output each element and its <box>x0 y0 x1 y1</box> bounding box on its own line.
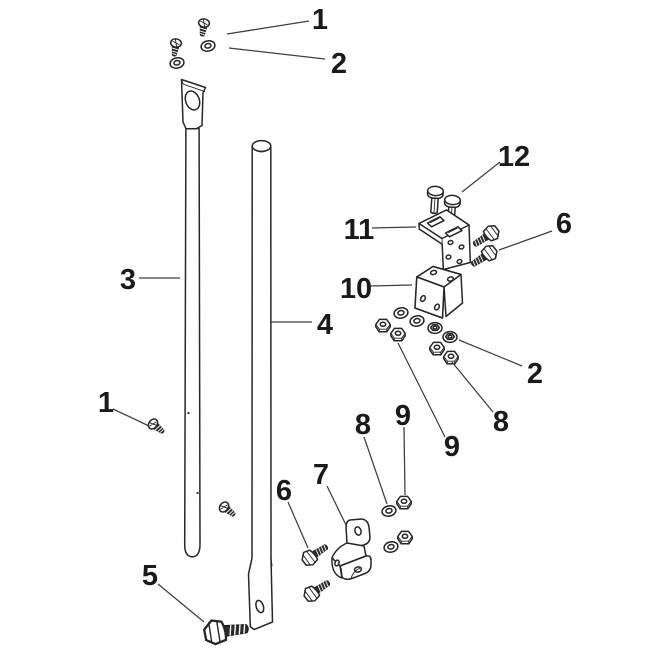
lock-washer-cluster-1 <box>392 305 410 321</box>
callout-9-mid: 9 <box>395 400 411 432</box>
part-upper-handle-bar <box>180 78 207 558</box>
callout-2-right: 2 <box>527 358 543 390</box>
callout-2-top: 2 <box>331 48 347 80</box>
lock-nut-cluster-4 <box>443 350 459 365</box>
lock-nut-lower-1 <box>396 495 412 510</box>
callout-1-left: 1 <box>98 387 114 419</box>
callout-labels: 1 2 3 4 12 11 6 10 2 8 9 9 8 7 6 1 5 <box>98 4 572 592</box>
lock-washer-lower-2 <box>382 539 400 555</box>
pan-head-screw-top-left <box>168 37 183 58</box>
callout-8-right: 8 <box>493 406 509 438</box>
callout-12: 12 <box>498 141 530 173</box>
callout-3: 3 <box>120 264 136 296</box>
leader-lines <box>112 20 553 623</box>
flange-nut-cluster-1 <box>427 321 443 335</box>
callout-1-top: 1 <box>312 4 328 36</box>
lock-washer-top-right <box>199 38 217 54</box>
callout-7: 7 <box>313 459 329 491</box>
lock-washer-lower-1 <box>380 503 398 519</box>
part-hex-bolts-lower <box>298 539 335 605</box>
lock-nut-lower-2 <box>397 530 413 545</box>
part-pivot-bracket <box>331 518 372 580</box>
pan-head-screw-left <box>145 416 168 438</box>
lock-nut-cluster-1 <box>375 318 391 333</box>
part-hex-bolts-right <box>466 222 503 272</box>
pan-head-screw-top-right <box>196 17 211 38</box>
callout-9-right: 9 <box>444 431 460 463</box>
callout-6-right: 6 <box>556 208 572 240</box>
callout-11: 11 <box>344 214 375 246</box>
lock-washer-cluster-2 <box>408 313 426 329</box>
part-hex-flange-bolt-large <box>202 615 251 647</box>
lock-nut-cluster-2 <box>390 327 406 342</box>
callout-8-mid: 8 <box>355 409 371 441</box>
flange-nut-cluster-2 <box>442 330 458 344</box>
part-lower-handle-tube <box>247 139 274 631</box>
pan-head-screw-middle <box>216 499 239 521</box>
callout-4: 4 <box>317 309 333 341</box>
part-clamp-plate <box>418 209 472 271</box>
lock-washer-top-left <box>168 55 186 71</box>
callout-6-lower: 6 <box>276 475 292 507</box>
lock-nut-cluster-3 <box>429 341 445 356</box>
part-support-bracket <box>414 265 464 319</box>
callout-5: 5 <box>142 560 158 592</box>
callout-10: 10 <box>340 273 372 305</box>
